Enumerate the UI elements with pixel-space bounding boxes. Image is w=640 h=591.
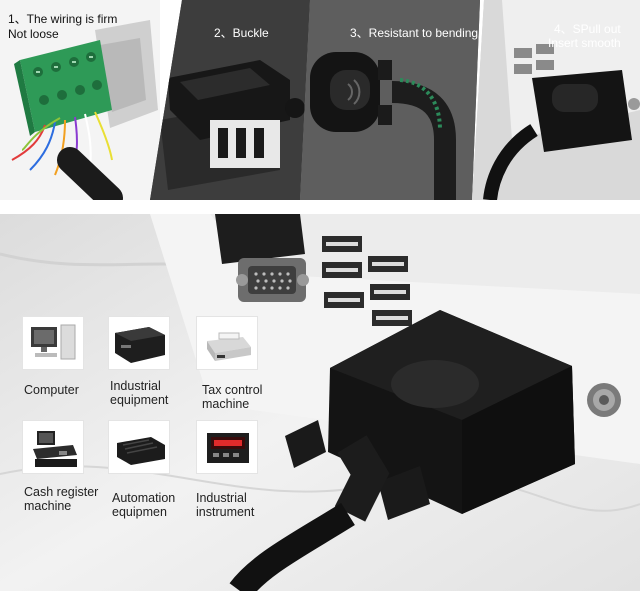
printer-icon — [197, 332, 257, 369]
application-label-instrument-2: instrument — [196, 505, 255, 519]
application-label-cash-register-1: Cash register — [24, 485, 99, 499]
application-thumb-cash-register — [22, 420, 84, 474]
application-thumb-instrument — [196, 420, 258, 474]
top-strip: 1、The wiring is firm Not loose 2、Buckle — [0, 0, 640, 200]
mini-pc-icon — [109, 437, 169, 473]
panel-buckle: 2、Buckle — [150, 0, 310, 200]
panel-4-caption-line1: 4、SPull out — [554, 22, 621, 36]
pull-out-photo — [472, 0, 640, 200]
panel-2-caption: 2、Buckle — [214, 26, 269, 40]
server-chassis-icon — [109, 327, 169, 369]
cash-register-icon — [23, 431, 83, 473]
application-label-cash-register-2: machine — [24, 499, 72, 513]
application-thumb-industrial-equipment — [108, 316, 170, 370]
application-label-instrument-1: Industrial — [196, 491, 247, 505]
panel-4-caption-line2: Insert smooth — [548, 36, 621, 50]
bottom-scene: Computer Industrial equipment Tax contro… — [0, 214, 640, 591]
panel-1-caption-line1: 1、The wiring is firm — [8, 12, 118, 26]
panel-3-caption: 3、Resistant to bending — [350, 26, 479, 40]
application-thumb-computer — [22, 316, 84, 370]
application-label-industrial-equipment-1: Industrial — [110, 379, 161, 393]
application-label-computer: Computer — [24, 383, 79, 397]
application-label-industrial-equipment-2: equipment — [110, 393, 169, 407]
panel-1-caption-line2: Not loose — [8, 27, 59, 41]
application-label-tax-control-1: Tax control — [202, 383, 263, 397]
application-label-automation-1: Automation — [112, 491, 176, 505]
application-label-automation-2: equipmen — [112, 505, 167, 519]
panel-wiring: 1、The wiring is firm Not loose — [0, 0, 160, 200]
application-label-tax-control-2: machine — [202, 397, 250, 411]
terminal-block-photo — [0, 0, 160, 200]
bending-photo — [300, 0, 480, 200]
panel-bending: 3、Resistant to bending — [300, 0, 480, 200]
application-thumb-tax-control — [196, 316, 258, 370]
application-thumb-automation — [108, 420, 170, 474]
computer-icon — [23, 324, 83, 369]
digital-meter-icon — [197, 433, 257, 473]
buckle-photo — [150, 0, 310, 200]
connector-installed-photo — [0, 214, 640, 591]
panel-pull-out: 4、SPull out Insert smooth — [472, 0, 640, 200]
